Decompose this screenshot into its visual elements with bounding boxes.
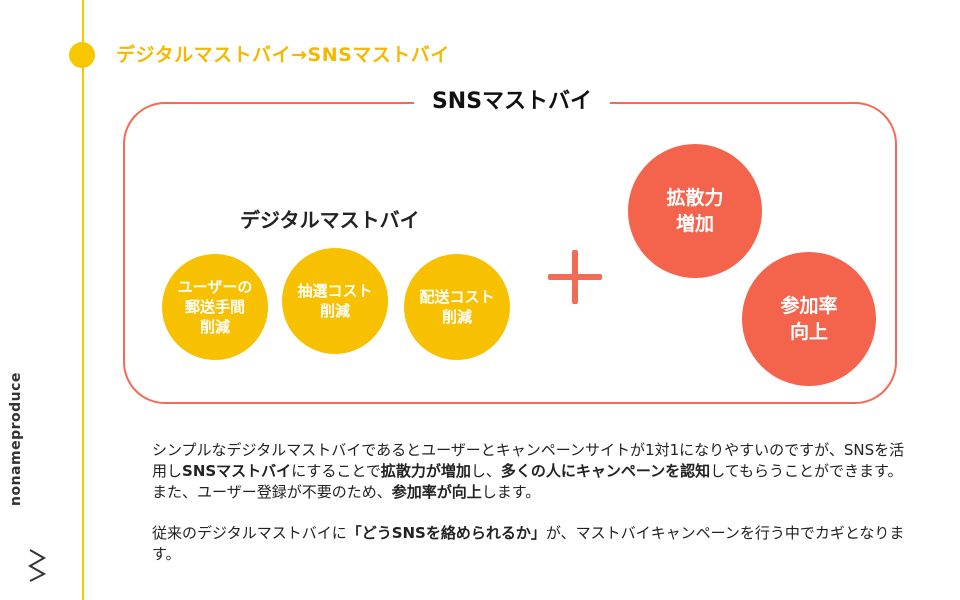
benefit-circle-mailing: ユーザーの 郵送手間 削減 xyxy=(162,254,268,360)
brand-wordmark: nonameproduce xyxy=(8,372,24,506)
frame-title: SNSマストバイ xyxy=(414,84,610,120)
brand-logo-icon xyxy=(27,549,47,582)
text-span: します。 xyxy=(481,483,541,501)
paragraph-1: シンプルなデジタルマストバイであるとユーザーとキャンペーンサイトが1対1になりや… xyxy=(152,440,912,503)
bold-span: SNSマストバイ xyxy=(182,462,292,480)
bold-span: 「どうSNSを絡められるか」 xyxy=(346,524,546,542)
benefit-circle-shipping: 配送コスト 削減 xyxy=(404,254,510,360)
text-span: シンプルなデジタルマストバイであるとユーザーとキャンペーンサイトが1対1になりや… xyxy=(152,441,905,480)
benefit-circle-participation: 参加率 向上 xyxy=(742,252,876,386)
benefit-circle-lottery: 抽選コスト 削減 xyxy=(282,248,388,354)
header-bullet-dot xyxy=(69,42,95,68)
text-span: にすることで xyxy=(291,462,381,480)
bold-span: 拡散力が増加 xyxy=(380,462,471,480)
text-span: が、マストバイキャンペーンを行う中でカギとなります。 xyxy=(152,524,905,563)
bold-span: 参加率が向上 xyxy=(391,483,482,501)
left-rule xyxy=(82,0,84,600)
paragraph-2: 従来のデジタルマストバイに「どうSNSを絡められるか」が、マストバイキャンペーン… xyxy=(152,523,912,565)
benefit-circle-reach: 拡散力 増加 xyxy=(628,144,762,278)
bold-span: 多くの人にキャンペーンを認知 xyxy=(500,462,711,480)
text-span: 従来のデジタルマストバイに xyxy=(152,524,347,542)
body-text: シンプルなデジタルマストバイであるとユーザーとキャンペーンサイトが1対1になりや… xyxy=(152,440,912,565)
text-span: してもらうことができます。また、ユーザー登録が不要のため、 xyxy=(152,462,903,501)
text-span: し、 xyxy=(470,462,501,480)
plus-icon xyxy=(548,250,602,304)
slide-title: デジタルマストバイ→SNSマストバイ xyxy=(116,44,450,66)
digital-mastbuy-heading: デジタルマストバイ xyxy=(240,208,420,232)
